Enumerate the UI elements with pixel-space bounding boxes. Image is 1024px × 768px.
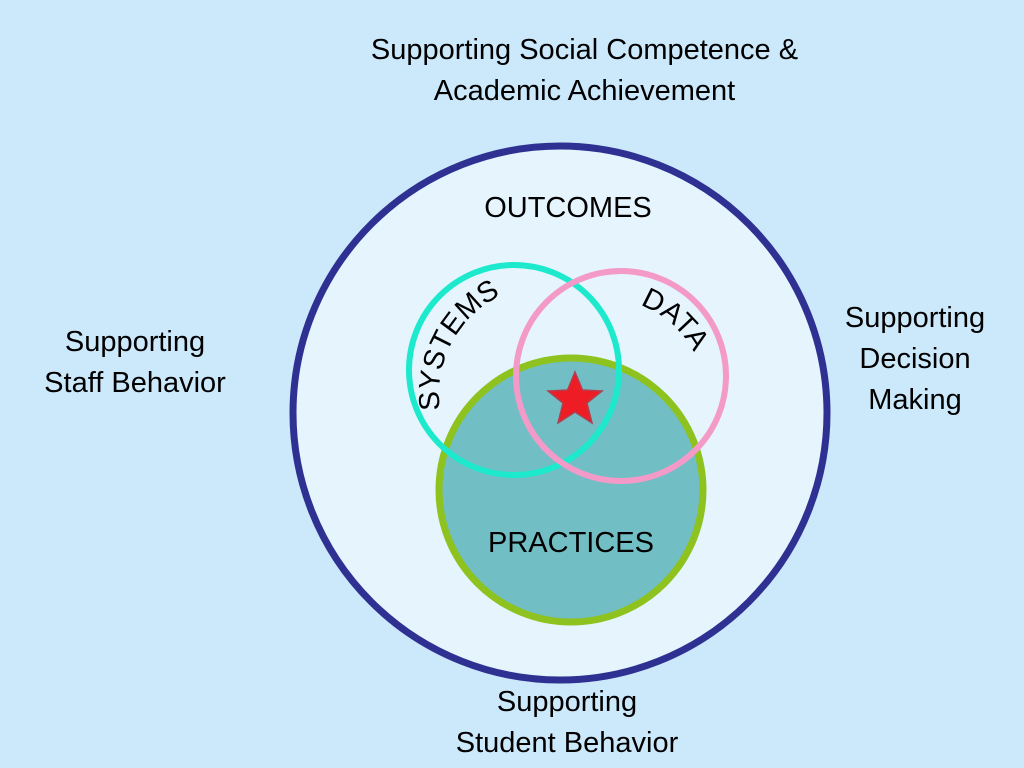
- bottom-label: Supporting Student Behavior: [412, 682, 722, 764]
- right-label-line3: Making: [868, 384, 962, 416]
- left-label-line1: Supporting: [64, 326, 206, 358]
- bottom-label-line1: Supporting: [496, 686, 638, 718]
- right-label-line2: Decision: [859, 343, 971, 375]
- practices-label: PRACTICES: [488, 527, 654, 559]
- top-label: Supporting Social Competence & Academic …: [312, 30, 857, 112]
- outcomes-label: OUTCOMES: [484, 192, 652, 224]
- star-icon: [545, 370, 605, 425]
- left-label-line2: Staff Behavior: [44, 367, 226, 399]
- left-label: Supporting Staff Behavior: [15, 322, 255, 404]
- right-label-line1: Supporting: [844, 302, 986, 334]
- bottom-label-line2: Student Behavior: [455, 727, 679, 759]
- right-label: Supporting Decision Making: [815, 298, 1015, 421]
- top-label-line1: Supporting Social Competence &: [370, 34, 799, 66]
- top-label-line2: Academic Achievement: [433, 75, 736, 107]
- systems-circle: [406, 262, 622, 478]
- practices-circle: [435, 354, 707, 626]
- data-circle: [513, 268, 729, 484]
